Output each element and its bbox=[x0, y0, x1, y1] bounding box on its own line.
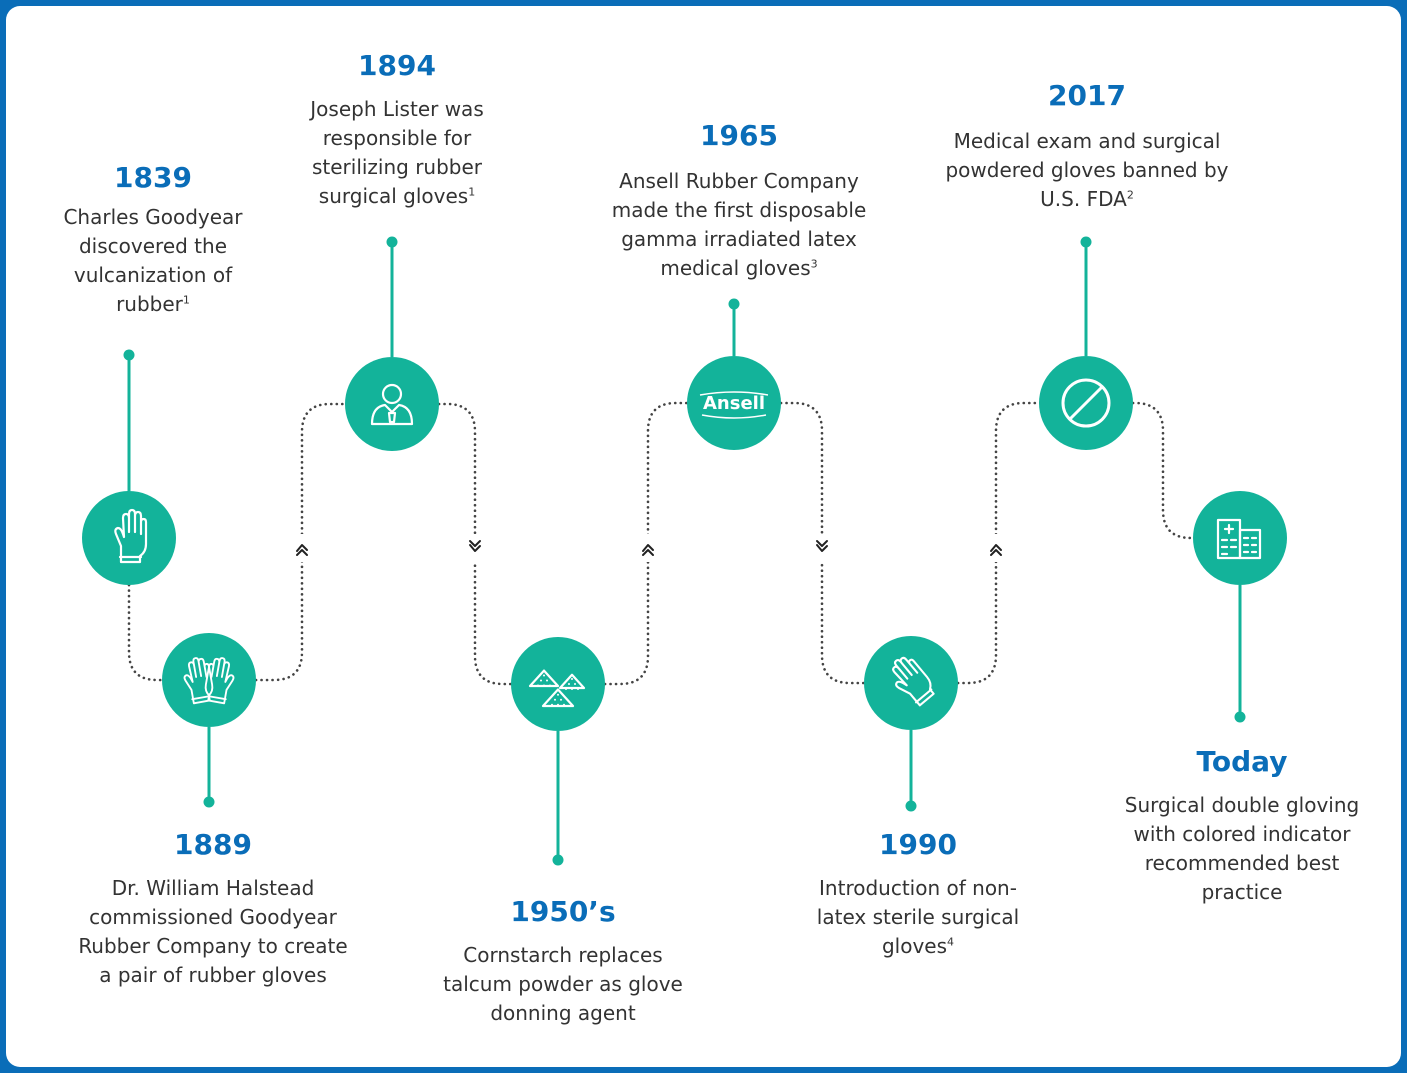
dotted-path bbox=[127, 401, 1195, 686]
node-circle bbox=[162, 633, 256, 727]
direction-arrows bbox=[294, 534, 1004, 562]
event-nodes: Ansell bbox=[82, 356, 1287, 731]
event-text: Cornstarch replaces talcum powder as glo… bbox=[443, 943, 683, 1025]
event-description: Medical exam and surgical powdered glove… bbox=[927, 127, 1247, 214]
stem-dot-1950s bbox=[552, 854, 564, 866]
single-glove-icon bbox=[114, 508, 148, 564]
powder-piles-icon bbox=[528, 669, 586, 708]
footnote-ref: 2 bbox=[1126, 188, 1134, 202]
event-year: 1839 bbox=[114, 161, 192, 194]
event-today: Today Surgical double gloving with color… bbox=[1112, 745, 1372, 907]
event-1894: 1894 Joseph Lister was responsible for s… bbox=[282, 49, 512, 211]
event-1990: 1990 Introduction of non-latex sterile s… bbox=[813, 828, 1023, 961]
event-1889: 1889 Dr. William Halstead commissioned G… bbox=[78, 828, 348, 990]
pair-of-gloves-icon bbox=[183, 657, 235, 705]
chevron-down-icon bbox=[816, 540, 828, 552]
stem-dot-1990 bbox=[905, 800, 917, 812]
footnote-ref: 1 bbox=[468, 185, 476, 199]
event-text: Charles Goodyear discovered the vulcaniz… bbox=[63, 205, 243, 316]
node-1950s bbox=[511, 637, 605, 731]
event-description: Joseph Lister was responsible for steril… bbox=[282, 95, 512, 211]
chevron-up-icon bbox=[990, 544, 1002, 556]
event-year: 1889 bbox=[174, 828, 252, 861]
event-2017: 2017 Medical exam and surgical powdered … bbox=[927, 79, 1247, 214]
event-year: 1950’s bbox=[510, 895, 616, 928]
footnote-ref: 1 bbox=[182, 293, 190, 307]
event-text: Surgical double gloving with colored ind… bbox=[1124, 793, 1360, 904]
event-year: 2017 bbox=[1048, 79, 1126, 112]
event-year: Today bbox=[1196, 745, 1288, 778]
stem-dot-1839 bbox=[123, 349, 135, 361]
hospital-icon bbox=[1216, 518, 1262, 560]
event-text: Joseph Lister was responsible for steril… bbox=[310, 97, 484, 208]
node-circle bbox=[687, 356, 781, 450]
hand-glove-icon bbox=[892, 656, 935, 707]
stem-dot-1889 bbox=[203, 796, 215, 808]
event-1950s: 1950’s Cornstarch replaces talcum powder… bbox=[433, 895, 693, 1028]
event-text: Introduction of non-latex sterile surgic… bbox=[816, 876, 1020, 958]
footnote-ref: 4 bbox=[947, 935, 955, 949]
event-description: Dr. William Halstead commissioned Goodye… bbox=[78, 874, 348, 990]
node-circle bbox=[82, 491, 176, 585]
event-description: Charles Goodyear discovered the vulcaniz… bbox=[38, 203, 268, 319]
event-1839: 1839 Charles Goodyear discovered the vul… bbox=[38, 161, 268, 319]
event-description: Introduction of non-latex sterile surgic… bbox=[813, 874, 1023, 961]
event-year: 1894 bbox=[358, 49, 436, 82]
timeline-graphic: Ansell bbox=[82, 236, 1287, 866]
node-1839 bbox=[82, 491, 176, 585]
ban-icon bbox=[1061, 378, 1111, 428]
chevron-down-icon bbox=[469, 540, 481, 552]
footnote-ref: 3 bbox=[810, 257, 818, 271]
stem-dot-today bbox=[1234, 711, 1246, 723]
node-1889 bbox=[162, 633, 256, 727]
event-description: Ansell Rubber Company made the first dis… bbox=[594, 167, 884, 283]
timeline-card: Ansell 1839 Charles Goodyear discovered … bbox=[6, 6, 1401, 1067]
node-today bbox=[1193, 491, 1287, 585]
stem-dot-1894 bbox=[386, 236, 398, 248]
node-1965: Ansell bbox=[687, 356, 781, 450]
stem-dot-2017 bbox=[1080, 236, 1092, 248]
chevron-up-icon bbox=[642, 544, 654, 556]
node-1990 bbox=[864, 636, 958, 730]
event-stems bbox=[123, 236, 1246, 866]
node-2017 bbox=[1039, 356, 1133, 450]
node-circle bbox=[864, 636, 958, 730]
ansell-logo: Ansell bbox=[699, 391, 769, 419]
event-text: Ansell Rubber Company made the first dis… bbox=[611, 169, 867, 280]
event-text: Dr. William Halstead commissioned Goodye… bbox=[78, 876, 348, 987]
node-1894 bbox=[345, 357, 439, 451]
dotted-connector-path bbox=[127, 401, 1195, 686]
chevron-up-icon bbox=[296, 544, 308, 556]
event-text: Medical exam and surgical powdered glove… bbox=[945, 129, 1229, 211]
node-circle bbox=[511, 637, 605, 731]
event-year: 1965 bbox=[700, 119, 778, 152]
stem-dot-1965 bbox=[728, 298, 740, 310]
event-year: 1990 bbox=[879, 828, 957, 861]
event-description: Cornstarch replaces talcum powder as glo… bbox=[433, 941, 693, 1028]
ansell-logo-text: Ansell bbox=[703, 393, 765, 414]
event-1965: 1965 Ansell Rubber Company made the firs… bbox=[594, 119, 884, 283]
person-icon bbox=[370, 383, 414, 426]
event-description: Surgical double gloving with colored ind… bbox=[1112, 791, 1372, 907]
